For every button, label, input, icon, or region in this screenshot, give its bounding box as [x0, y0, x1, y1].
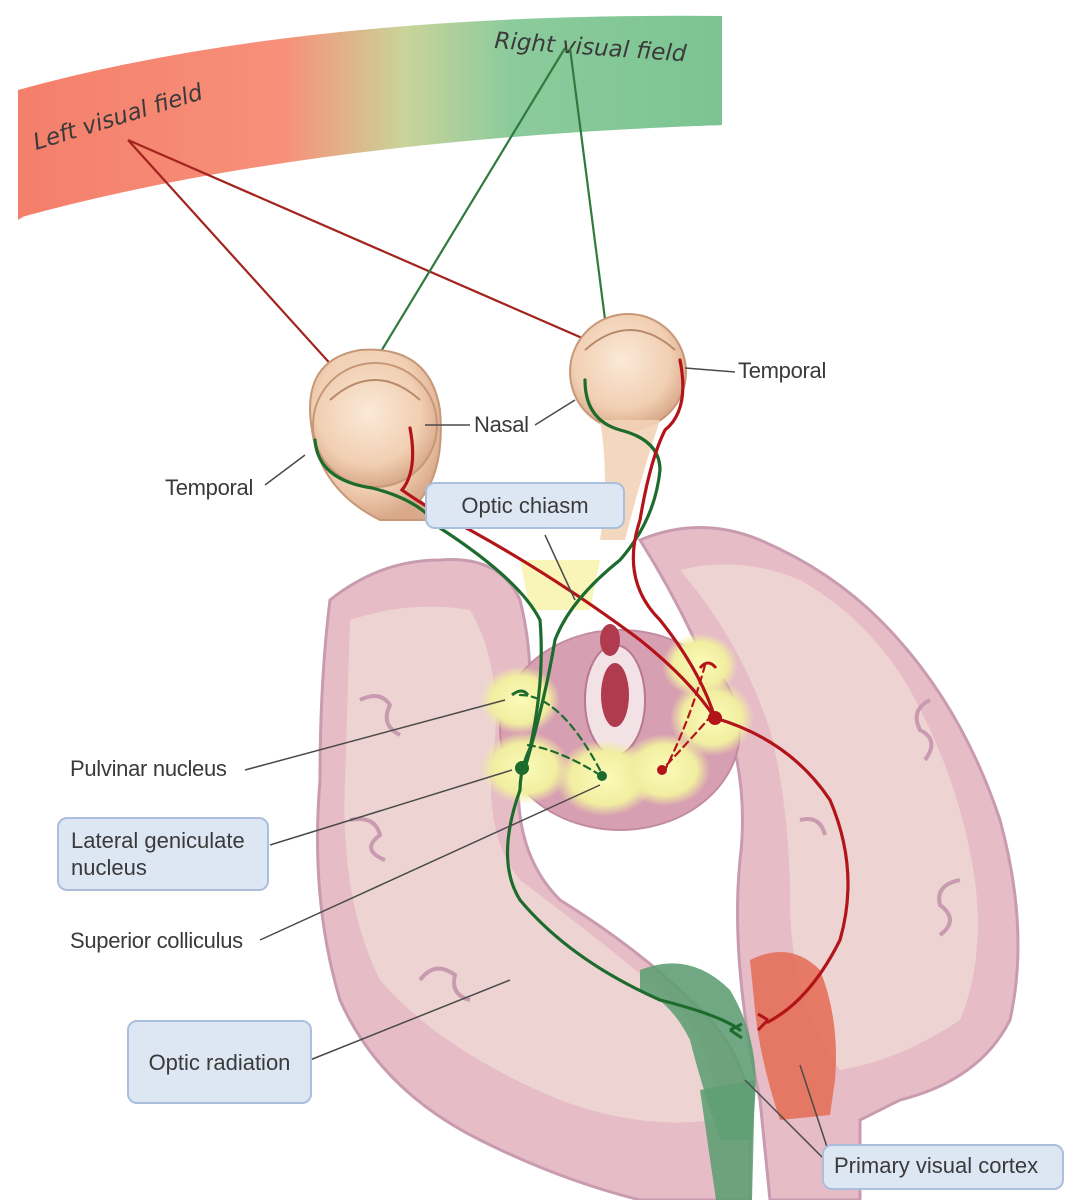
lgn-leader: [269, 769, 513, 846]
temporal-label-left: Temporal: [165, 475, 254, 500]
superior-colliculus-leader: [259, 784, 601, 941]
visual-cortex-patches: [640, 952, 836, 1200]
pulvinar-nucleus-label: Pulvinar nucleus: [70, 756, 227, 781]
temporal-right-leader: [684, 367, 736, 373]
nasal-label: Nasal: [474, 412, 529, 437]
primary-visual-cortex-label: Primary visual cortex: [822, 1144, 1064, 1190]
temporal-label-right: Temporal: [738, 358, 827, 383]
v1-right-leader: [799, 1064, 829, 1151]
primary-visual-cortex-text: Primary visual cortex: [834, 1153, 1039, 1178]
optic-chiasm-text: Optic chiasm: [461, 493, 589, 518]
right-eye-temporal-red-tract: [631, 358, 850, 1024]
optic-radiation-text: Optic radiation: [148, 1050, 291, 1075]
lgn-text-line1: Lateral geniculate: [71, 828, 245, 853]
optic-chiasm-label: Optic chiasm: [425, 482, 625, 529]
optic-pathways: [313, 358, 850, 1032]
left-eye: [309, 348, 443, 521]
right-visual-cortex: [750, 952, 836, 1120]
optic-chiasm-leader: [544, 534, 576, 601]
v1-left-leader: [744, 1079, 831, 1166]
label-leader-lines: [244, 367, 831, 1166]
synapse-markers: [511, 661, 770, 1040]
brain-left-hemisphere: [316, 558, 753, 1200]
nasal-right-leader: [534, 399, 576, 426]
optic-radiation-label: Optic radiation: [127, 1020, 312, 1104]
pulvinar-leader: [244, 699, 506, 771]
lateral-geniculate-nucleus-label: Lateral geniculate nucleus: [57, 817, 269, 891]
temporal-left-leader: [264, 454, 306, 486]
superior-colliculus-label: Superior colliculus: [70, 928, 243, 953]
optic-radiation-leader: [309, 979, 511, 1061]
left-eye-nasal-red-tract: [399, 426, 717, 720]
lgn-text-line2: nucleus: [71, 855, 147, 880]
